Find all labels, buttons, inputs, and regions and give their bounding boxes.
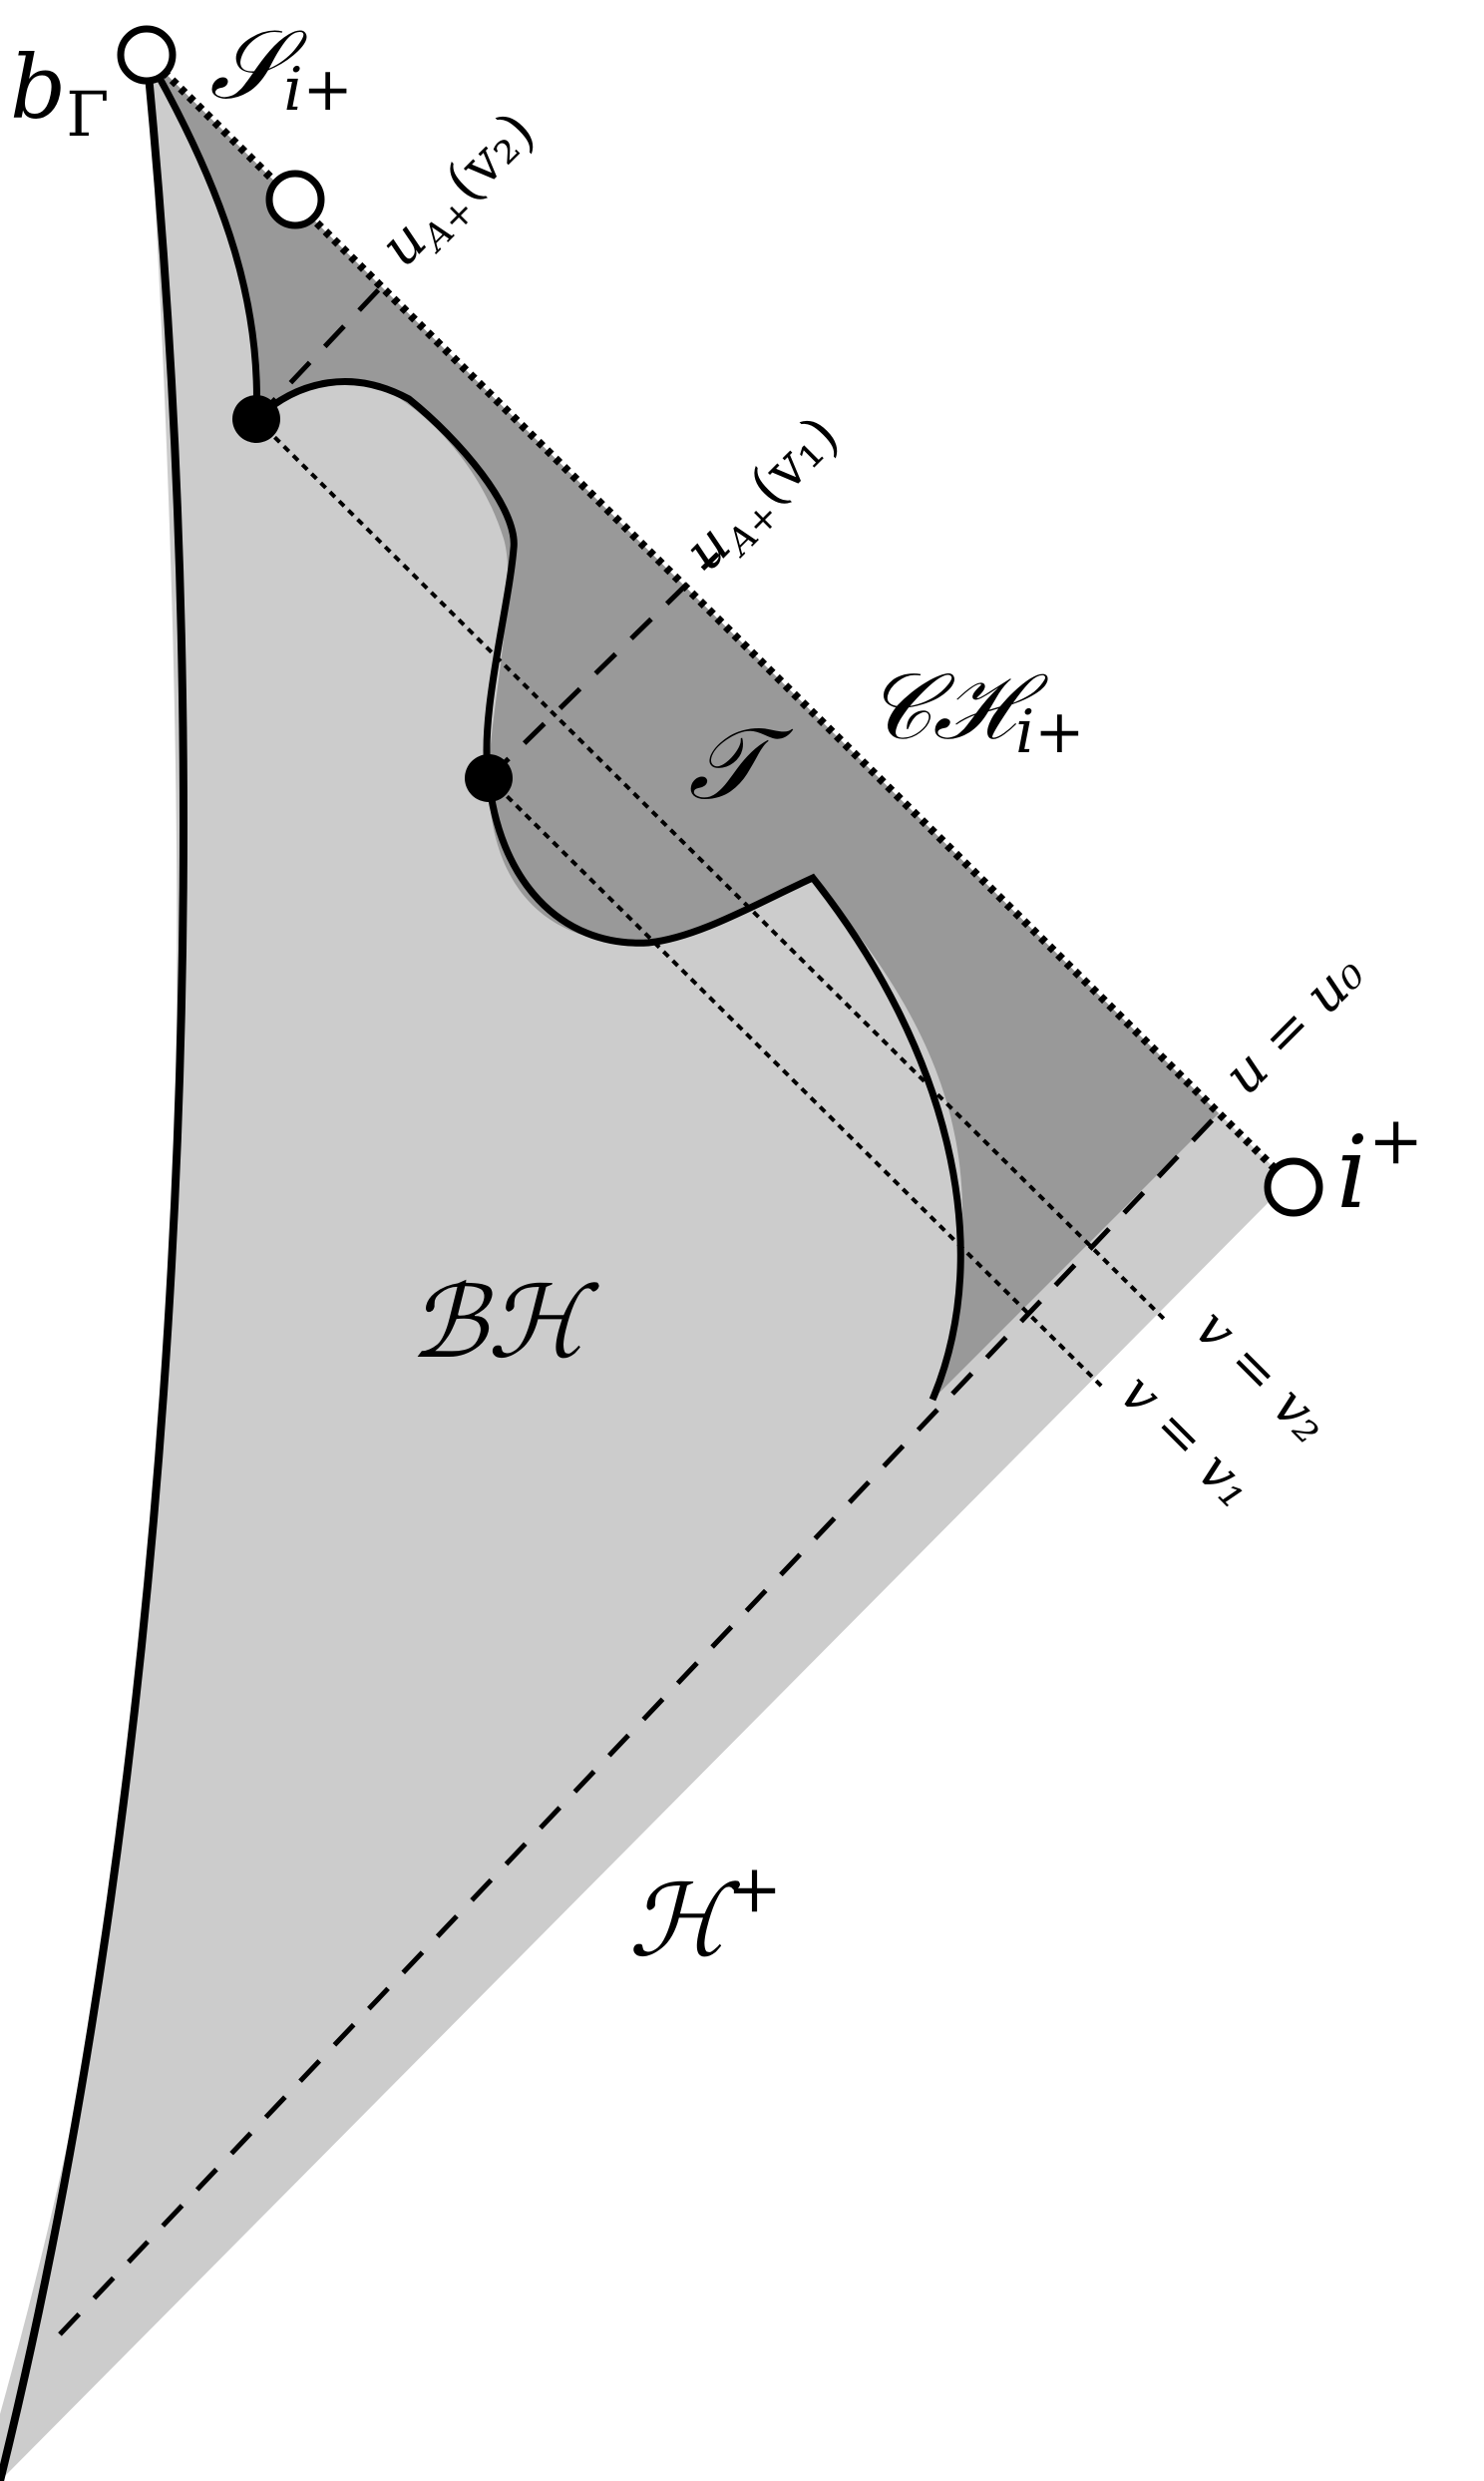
label-h-plus: ℋ+ xyxy=(628,1851,782,1979)
apparent-horizon-upper xyxy=(143,53,260,420)
null-line-long xyxy=(58,1111,1221,2336)
label-u-u0: u = u₀ xyxy=(1212,942,1376,1106)
upper-filled-point xyxy=(232,395,280,443)
b-gamma-point xyxy=(117,25,177,85)
gamma-boundary xyxy=(0,54,187,2481)
apparent-horizon-curve xyxy=(253,378,964,1402)
black-hole-region xyxy=(0,55,1289,2481)
s-i-plus-point xyxy=(265,170,325,229)
label-b-gamma: bΓ xyxy=(10,36,109,151)
label-ua-v1: uA+(v₁) xyxy=(672,404,857,589)
null-line-ua-v1 xyxy=(487,552,720,780)
label-ch-i-plus: 𝒞ℋi+ xyxy=(866,653,1085,767)
label-bh-region: ℬℋ xyxy=(409,1264,600,1381)
cauchy-horizon-line xyxy=(144,52,1292,1185)
i-plus-point xyxy=(1264,1157,1323,1217)
line-v-equals-v1 xyxy=(487,776,1104,1389)
line-v-equals-v2 xyxy=(254,417,1169,1324)
lower-filled-point xyxy=(465,754,513,802)
trapped-region xyxy=(147,55,1219,1400)
label-s-i-plus: 𝒮i+ xyxy=(209,9,353,125)
label-i-plus: i+ xyxy=(1336,1102,1423,1231)
label-ua-v2: uA+(v₂) xyxy=(368,100,553,284)
